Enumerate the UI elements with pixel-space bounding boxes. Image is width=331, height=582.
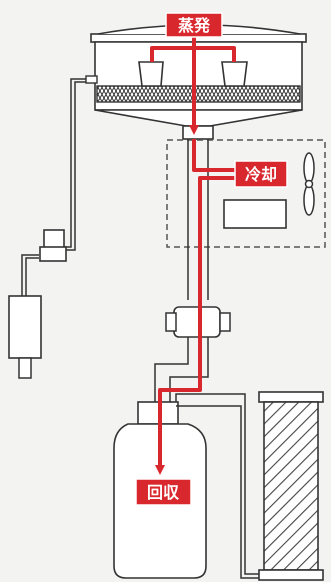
flow-path xyxy=(150,30,238,475)
label-cooling-text: 冷却 xyxy=(245,165,277,184)
label-cooling: 冷却 xyxy=(234,160,288,188)
side-line xyxy=(8,78,86,379)
label-evaporation-text: 蒸発 xyxy=(178,16,211,35)
trap-canister xyxy=(8,295,42,359)
sample-cup-left xyxy=(138,61,164,87)
sample-cup-right xyxy=(221,61,248,87)
main-pipe xyxy=(154,139,231,402)
condensate-arrow xyxy=(155,176,238,475)
mesh-tray xyxy=(96,85,301,103)
label-recovery: 回収 xyxy=(135,478,192,506)
packed-column-icon xyxy=(258,391,324,581)
label-evaporation: 蒸発 xyxy=(165,12,223,38)
valve-icon xyxy=(165,306,231,338)
vessel-funnel xyxy=(94,109,303,127)
trap-outlet xyxy=(18,357,32,379)
side-port xyxy=(85,75,98,84)
valve-icon xyxy=(39,229,67,262)
cooling-enclosure xyxy=(166,139,326,248)
cooling-loop-in xyxy=(192,139,238,172)
vessel-outlet xyxy=(182,125,214,140)
evaporation-vessel xyxy=(85,24,307,140)
cooling-unit xyxy=(166,139,326,248)
fan-icon xyxy=(303,152,315,216)
label-recovery-text: 回収 xyxy=(147,483,180,502)
cooling-block xyxy=(223,199,287,229)
